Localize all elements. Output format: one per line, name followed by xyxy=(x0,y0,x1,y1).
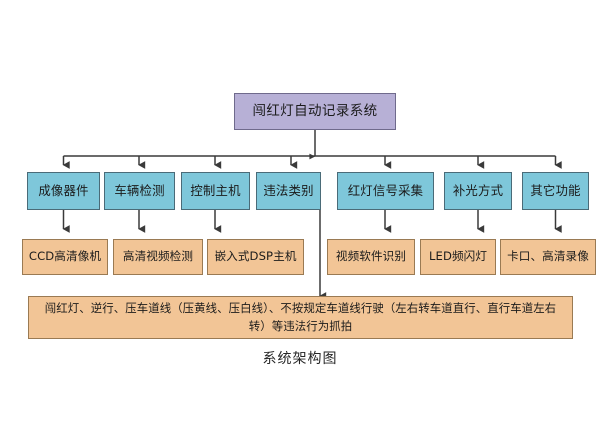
node-level1-label: 其它功能 xyxy=(530,182,581,198)
node-summary-violation-capture[interactable]: 闯红灯、逆行、压车道线（压黄线、压白线）、不按规定车道线行驶（左右转车道直行、直… xyxy=(28,296,573,339)
connector-bus xyxy=(62,155,562,169)
node-level1-label: 车辆检测 xyxy=(114,182,165,198)
node-root-label: 闯红灯自动记录系统 xyxy=(252,102,378,119)
diagram-caption: 系统架构图 xyxy=(0,348,600,368)
node-level1-label: 成像器件 xyxy=(38,182,89,198)
node-level2-label: 嵌入式DSP主机 xyxy=(214,249,297,264)
connector-level1-to-level2 xyxy=(62,210,562,233)
node-level1-violation-type[interactable]: 违法类别 xyxy=(256,172,321,210)
node-level1-imaging-device[interactable]: 成像器件 xyxy=(27,172,100,210)
node-level2-label: 高清视频检测 xyxy=(122,249,194,264)
node-level1-fill-light-mode[interactable]: 补光方式 xyxy=(444,172,512,210)
node-level2-video-software-recognition[interactable]: 视频软件识别 xyxy=(327,239,415,275)
node-level2-label: 视频软件识别 xyxy=(335,249,407,264)
node-level2-embedded-dsp-host[interactable]: 嵌入式DSP主机 xyxy=(207,239,304,275)
node-level1-vehicle-detection[interactable]: 车辆检测 xyxy=(104,172,175,210)
node-level2-led-strobe-light[interactable]: LED频闪灯 xyxy=(420,239,496,275)
node-level2-hd-video-detection[interactable]: 高清视频检测 xyxy=(113,239,203,275)
node-level1-other-functions[interactable]: 其它功能 xyxy=(522,172,589,210)
node-level2-checkpoint-hd-recording[interactable]: 卡口、高清录像 xyxy=(500,239,596,275)
node-level2-ccd-hd-camera[interactable]: CCD高清像机 xyxy=(22,239,108,275)
node-summary-label: 闯红灯、逆行、压车道线（压黄线、压白线）、不按规定车道线行驶（左右转车道直行、直… xyxy=(44,300,557,333)
node-level1-label: 控制主机 xyxy=(190,182,241,198)
diagram-caption-text: 系统架构图 xyxy=(262,351,338,367)
node-root-system[interactable]: 闯红灯自动记录系统 xyxy=(234,93,396,130)
node-level1-red-light-signal-acquisition[interactable]: 红灯信号采集 xyxy=(337,172,434,210)
node-level2-label: 卡口、高清录像 xyxy=(507,249,589,264)
node-level1-label: 补光方式 xyxy=(452,182,504,198)
node-level1-label: 违法类别 xyxy=(263,182,314,198)
node-level1-label: 红灯信号采集 xyxy=(347,182,424,198)
node-level1-control-host[interactable]: 控制主机 xyxy=(181,172,250,210)
node-level2-label: LED频闪灯 xyxy=(428,249,488,264)
node-level2-label: CCD高清像机 xyxy=(28,249,102,264)
